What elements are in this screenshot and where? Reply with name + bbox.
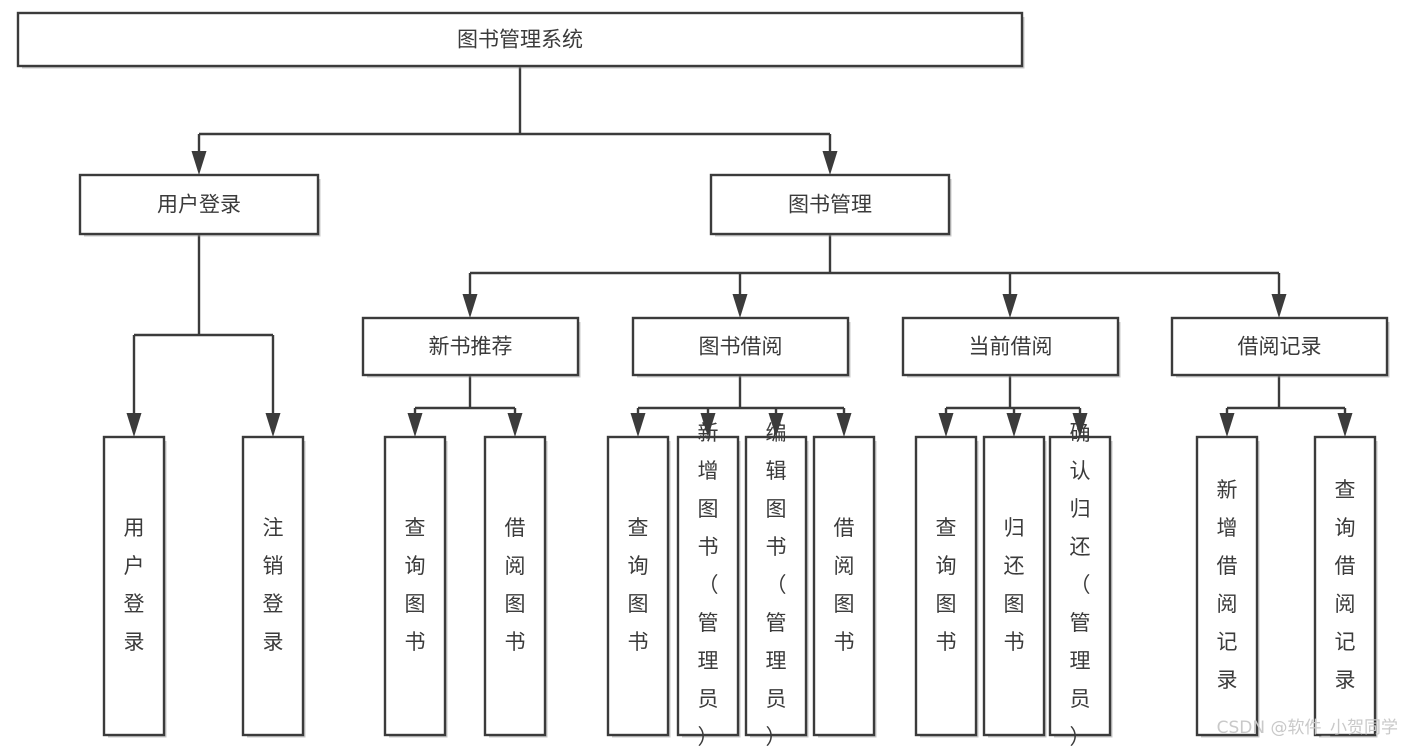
arrow-head-icon [630, 413, 646, 437]
node-rect[interactable] [631, 316, 850, 377]
node-label: 借阅图书 [834, 516, 855, 654]
arrow-head-icon [1006, 413, 1022, 437]
node-rect[interactable] [1195, 435, 1259, 737]
node-rect[interactable] [102, 435, 166, 737]
node-label: 图书借阅 [699, 335, 783, 359]
node-rect[interactable] [383, 435, 447, 737]
arrow-head-icon [191, 151, 207, 175]
arrow-head-icon [836, 413, 852, 437]
node-leaf-user-logout[interactable]: 注销登录 [241, 435, 306, 738]
node-leaf-query-book-current[interactable]: 查询图书 [914, 435, 979, 738]
arrow-head-icon [507, 413, 523, 437]
node-label: 编辑图书（管理员） [766, 421, 787, 747]
node-rect[interactable] [241, 435, 305, 737]
node-rect[interactable] [901, 316, 1120, 377]
connector-bus-book-borrow [630, 375, 852, 437]
arrow-head-icon [1072, 413, 1088, 437]
node-layer: 图书管理系统用户登录图书管理新书推荐图书借阅当前借阅借阅记录用户登录注销登录查询… [16, 11, 1390, 747]
connector-bus-root [191, 66, 838, 175]
node-rect[interactable] [606, 435, 670, 737]
arrow-head-icon [1002, 294, 1018, 318]
node-leaf-edit-book[interactable]: 编辑图书（管理员） [744, 421, 809, 747]
node-label: 新增图书（管理员） [698, 421, 719, 747]
arrow-head-icon [822, 151, 838, 175]
node-label: 查询图书 [936, 516, 957, 654]
node-rect[interactable] [914, 435, 978, 737]
node-rect[interactable] [483, 435, 547, 737]
connector-bus-new-book-recommend [407, 375, 523, 437]
arrow-head-icon [732, 294, 748, 318]
node-user-login[interactable]: 用户登录 [78, 173, 321, 237]
arrow-head-icon [768, 413, 784, 437]
node-label: 查询借阅记录 [1335, 478, 1356, 692]
arrow-head-icon [1337, 413, 1353, 437]
node-label: 用户登录 [124, 516, 145, 654]
node-leaf-confirm-return[interactable]: 确认归还（管理员） [1048, 421, 1113, 747]
node-rect[interactable] [361, 316, 580, 377]
connector-bus-book-manage [462, 234, 1287, 318]
node-label: 查询图书 [405, 516, 426, 654]
node-rect[interactable] [16, 11, 1024, 68]
node-label: 注销登录 [263, 516, 284, 654]
arrow-head-icon [407, 413, 423, 437]
arrow-head-icon [1271, 294, 1287, 318]
csdn-watermark: CSDN @软件_小贺同学 [1217, 718, 1398, 738]
node-label: 归还图书 [1004, 516, 1025, 654]
node-rect[interactable] [1313, 435, 1377, 737]
node-label: 借阅记录 [1238, 335, 1322, 359]
node-leaf-query-book-recommend[interactable]: 查询图书 [383, 435, 448, 738]
node-leaf-borrow-book[interactable]: 借阅图书 [812, 435, 877, 738]
node-current-borrow[interactable]: 当前借阅 [901, 316, 1121, 378]
connector-layer [126, 66, 1353, 437]
arrow-head-icon [700, 413, 716, 437]
node-leaf-query-book-borrow[interactable]: 查询图书 [606, 435, 671, 738]
node-borrow-records[interactable]: 借阅记录 [1170, 316, 1390, 378]
node-leaf-return-book[interactable]: 归还图书 [982, 435, 1047, 738]
node-label: 新增借阅记录 [1217, 478, 1238, 692]
node-book-manage[interactable]: 图书管理 [709, 173, 952, 237]
arrow-head-icon [938, 413, 954, 437]
arrow-head-icon [1219, 413, 1235, 437]
node-leaf-add-book[interactable]: 新增图书（管理员） [676, 421, 741, 747]
connector-bus-borrow-records [1219, 375, 1353, 437]
node-label: 确认归还（管理员） [1070, 421, 1091, 747]
node-label: 查询图书 [628, 516, 649, 654]
node-rect[interactable] [812, 435, 876, 737]
arrow-head-icon [265, 413, 281, 437]
node-leaf-user-login[interactable]: 用户登录 [102, 435, 167, 738]
node-label: 新书推荐 [429, 335, 513, 359]
node-rect[interactable] [982, 435, 1046, 737]
node-rect[interactable] [1048, 435, 1112, 737]
node-root[interactable]: 图书管理系统 [16, 11, 1025, 69]
node-label: 图书管理系统 [457, 28, 583, 52]
arrow-head-icon [126, 413, 142, 437]
connector-bus-current-borrow [938, 375, 1088, 437]
node-rect[interactable] [1170, 316, 1389, 377]
node-label: 用户登录 [157, 193, 241, 217]
node-leaf-borrow-book-recommend[interactable]: 借阅图书 [483, 435, 548, 738]
node-rect[interactable] [709, 173, 951, 236]
node-rect[interactable] [676, 435, 740, 737]
node-rect[interactable] [78, 173, 320, 236]
node-label: 当前借阅 [969, 335, 1053, 359]
node-new-book-recommend[interactable]: 新书推荐 [361, 316, 581, 378]
node-label: 图书管理 [788, 193, 872, 217]
node-leaf-query-borrow-record[interactable]: 查询借阅记录 [1313, 435, 1378, 738]
node-label: 借阅图书 [505, 516, 526, 654]
connector-bus-user-login [126, 234, 281, 437]
node-leaf-add-borrow-record[interactable]: 新增借阅记录 [1195, 435, 1260, 738]
node-book-borrow[interactable]: 图书借阅 [631, 316, 851, 378]
node-rect[interactable] [744, 435, 808, 737]
arrow-head-icon [462, 294, 478, 318]
